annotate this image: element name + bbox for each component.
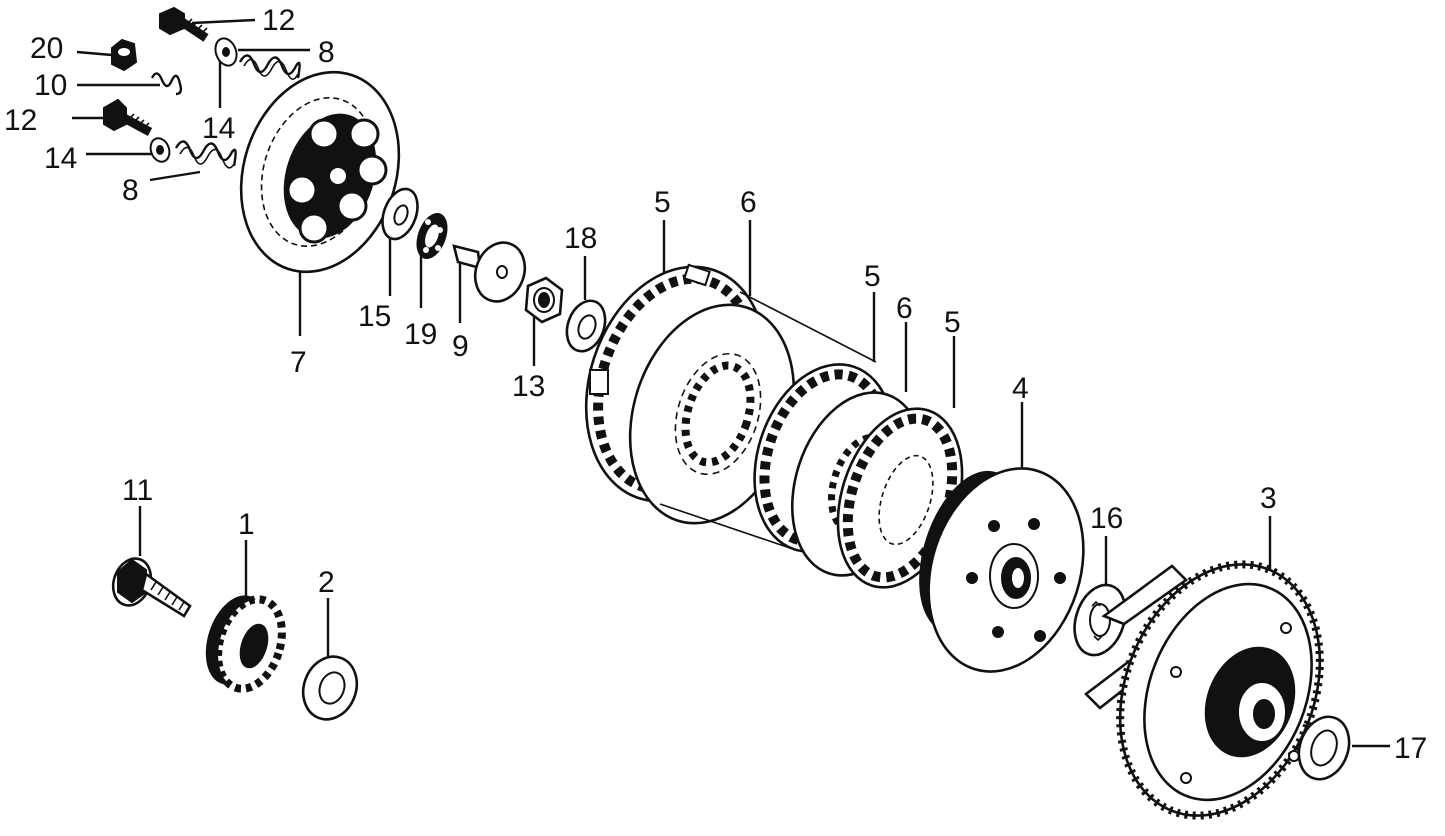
callout-7: 7	[290, 346, 307, 379]
callout-9: 9	[452, 330, 469, 363]
nut-13	[524, 276, 564, 324]
spring-10	[150, 72, 183, 96]
callout-14-lower: 14	[44, 142, 77, 175]
nut-20	[111, 38, 138, 72]
callout-16: 16	[1090, 502, 1123, 535]
callout-14-upper: 14	[202, 112, 235, 145]
callout-labels: 20 12 8 10 12 14 14 8 7 15 19 9 13 18 5 …	[4, 4, 1427, 765]
callout-6-outer: 6	[740, 186, 757, 219]
callout-18: 18	[564, 222, 597, 255]
callout-2: 2	[318, 566, 335, 599]
callout-5-middle: 5	[864, 260, 881, 293]
bolt-11	[111, 557, 192, 618]
callout-5-outer: 5	[654, 186, 671, 219]
callout-15: 15	[358, 300, 391, 333]
lifter-rod-9	[452, 241, 527, 303]
callout-4: 4	[1012, 372, 1029, 405]
washer-14-upper	[214, 37, 238, 67]
bearing-19	[416, 212, 448, 260]
gear-1	[205, 595, 286, 693]
callout-12-upper: 12	[262, 4, 295, 37]
callout-10: 10	[34, 69, 67, 102]
callout-12-lower: 12	[4, 104, 37, 137]
washer-14-lower	[149, 137, 171, 163]
callout-6-inner: 6	[896, 292, 913, 325]
callout-11: 11	[122, 474, 153, 507]
callout-3: 3	[1260, 482, 1277, 515]
callout-17: 17	[1394, 732, 1427, 765]
callout-19: 19	[404, 318, 437, 351]
bolt-12-upper	[159, 6, 209, 42]
washer-15	[381, 187, 419, 241]
leader-lines	[72, 18, 1390, 748]
washer-17	[1297, 715, 1351, 781]
callout-1: 1	[238, 508, 255, 541]
clutch-center-4	[919, 467, 1085, 673]
clutch-outer-3	[1084, 560, 1324, 820]
washer-2	[301, 655, 359, 721]
clip-18	[565, 299, 607, 353]
spring-8-upper	[238, 54, 301, 80]
callout-5-inner: 5	[944, 306, 961, 339]
pressure-plate	[239, 70, 401, 274]
callout-13: 13	[512, 370, 545, 403]
bolt-12-lower	[103, 98, 153, 136]
callout-8-upper: 8	[318, 36, 335, 69]
spring-8-lower	[174, 140, 237, 169]
callout-8-lower: 8	[122, 174, 139, 207]
washer-16	[1073, 583, 1127, 657]
callout-20: 20	[30, 32, 63, 65]
